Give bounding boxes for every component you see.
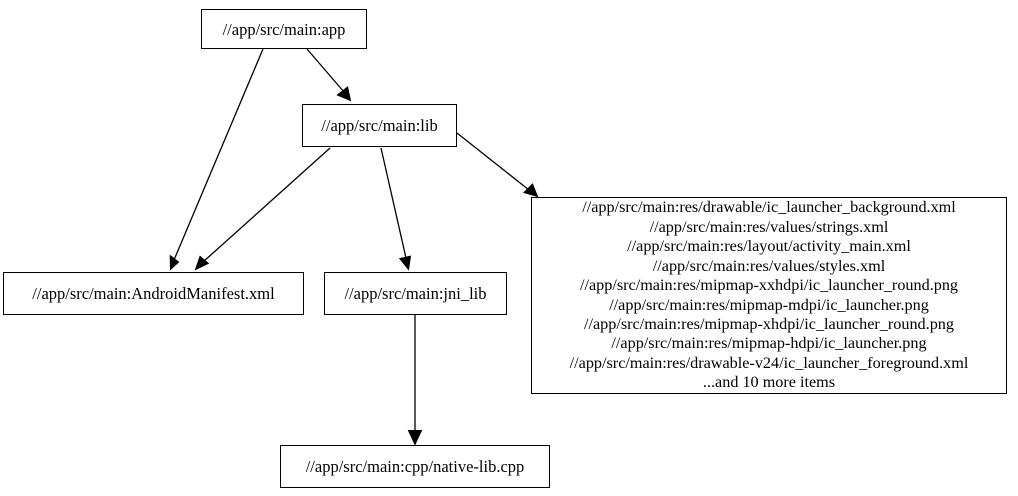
node-jni-lib[interactable]: //app/src/main:jni_lib — [324, 272, 507, 315]
edge-app-to-lib — [306, 48, 352, 102]
node-android-manifest[interactable]: //app/src/main:AndroidManifest.xml — [3, 272, 304, 315]
edge-app-to-manifest — [169, 48, 264, 271]
node-app[interactable]: //app/src/main:app — [201, 9, 367, 49]
node-android-manifest-label: //app/src/main:AndroidManifest.xml — [32, 284, 275, 303]
node-app-label: //app/src/main:app — [222, 19, 346, 39]
edge-lib-to-manifest — [194, 147, 331, 271]
node-native-lib-cpp[interactable]: //app/src/main:cpp/native-lib.cpp — [280, 445, 550, 488]
node-native-lib-cpp-label: //app/src/main:cpp/native-lib.cpp — [305, 457, 525, 476]
node-res-group-label: //app/src/main:res/drawable/ic_launcher_… — [569, 198, 969, 392]
node-jni-lib-label: //app/src/main:jni_lib — [344, 284, 487, 303]
edge-jni_lib-to-native_lib — [407, 315, 423, 446]
edge-lib-to-jni_lib — [380, 147, 412, 271]
node-res-group[interactable]: //app/src/main:res/drawable/ic_launcher_… — [531, 197, 1007, 394]
edge-lib-to-res — [456, 132, 539, 198]
node-lib[interactable]: //app/src/main:lib — [302, 104, 457, 147]
node-lib-label: //app/src/main:lib — [321, 116, 438, 135]
